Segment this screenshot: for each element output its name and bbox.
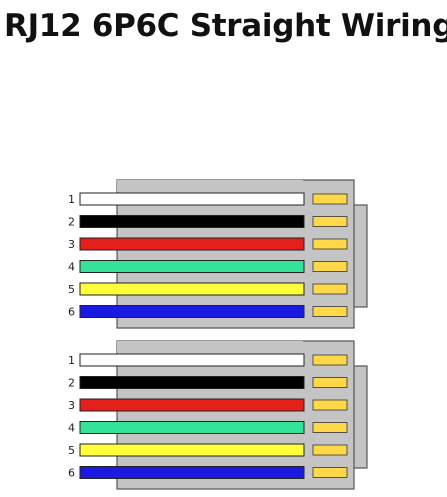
contact-4 — [312, 422, 348, 433]
wire-1 — [79, 192, 305, 206]
wire-4 — [79, 260, 305, 273]
page-title: RJ12 6P6C Straight Wiring — [4, 8, 447, 44]
pin-label: 2 — [68, 216, 75, 229]
pin-label: 5 — [68, 444, 75, 457]
pin-label: 2 — [68, 377, 75, 390]
pin-label: 4 — [68, 422, 75, 435]
contact-1 — [312, 193, 348, 205]
pin-label: 6 — [68, 306, 75, 319]
pin-label: 1 — [68, 354, 75, 367]
top-connector: 1 2 3 4 5 6 — [68, 179, 368, 329]
wire-1 — [79, 353, 305, 367]
wire-2 — [79, 215, 305, 228]
wire-5 — [79, 282, 305, 296]
contact-2 — [312, 216, 348, 227]
contact-2 — [312, 377, 348, 388]
wire-6 — [79, 466, 305, 479]
contact-4 — [312, 261, 348, 272]
pin-label: 3 — [68, 399, 75, 412]
wire-4 — [79, 421, 305, 434]
wire-3 — [79, 398, 305, 412]
connector-top-edge — [117, 341, 303, 353]
contact-3 — [312, 238, 348, 250]
wire-2 — [79, 376, 305, 389]
contact-3 — [312, 399, 348, 411]
wire-6 — [79, 305, 305, 318]
contact-1 — [312, 354, 348, 366]
wire-3 — [79, 237, 305, 251]
contact-6 — [312, 467, 348, 478]
connector-top-edge — [117, 180, 303, 192]
pin-label: 5 — [68, 283, 75, 296]
contact-6 — [312, 306, 348, 317]
wire-5 — [79, 443, 305, 457]
pin-label: 1 — [68, 193, 75, 206]
pin-label: 4 — [68, 261, 75, 274]
contact-5 — [312, 444, 348, 456]
bottom-connector: 1 2 3 4 5 6 — [68, 340, 368, 490]
contact-5 — [312, 283, 348, 295]
pin-label: 6 — [68, 467, 75, 480]
pin-label: 3 — [68, 238, 75, 251]
